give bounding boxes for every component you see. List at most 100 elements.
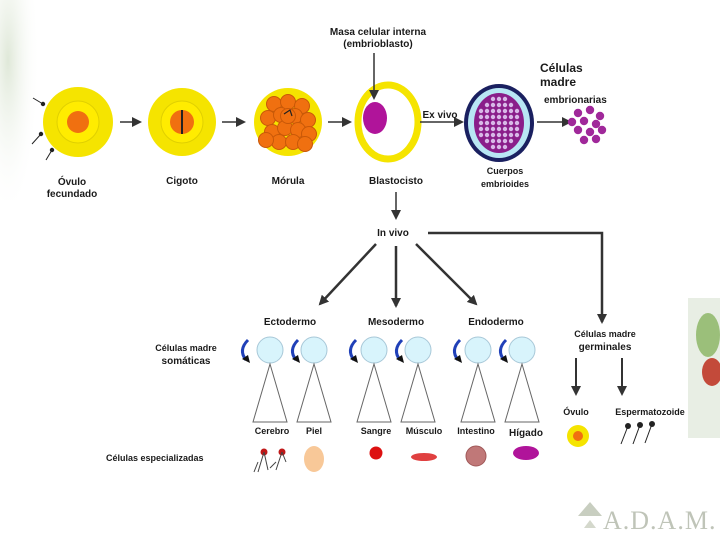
self-renewal-arrowhead — [292, 355, 300, 363]
embryoid-dot — [484, 132, 490, 138]
embryoid-dot — [490, 96, 496, 102]
embryoid-dot — [514, 120, 520, 126]
embryoid-dot — [496, 102, 502, 108]
somatic-stem-cell — [360, 336, 388, 364]
embryonic-stem-cell — [585, 105, 595, 115]
skin-cell — [304, 446, 324, 472]
embryonic-stem-cell — [567, 117, 577, 127]
embryoid-dot — [490, 108, 496, 114]
arrow-to-germline — [428, 231, 607, 324]
embryoid-dot — [514, 132, 520, 138]
self-renewal-arrowhead — [500, 355, 508, 363]
embryoid-dot — [496, 108, 502, 114]
embryoid-dot — [490, 126, 496, 132]
embryonic-stem-cell — [573, 108, 583, 118]
intestine-cell — [465, 445, 487, 467]
ovum-cell — [567, 425, 589, 447]
morula-blastomere — [280, 108, 296, 124]
label-morula: Mórula — [272, 176, 305, 187]
embryoid-dot — [490, 120, 496, 126]
embryoid-dot — [496, 126, 502, 132]
arrow-to-ectoderm — [318, 243, 377, 306]
sperm-icons — [31, 97, 55, 161]
label-liver: Hígado — [509, 428, 543, 439]
label-in-vivo: In vivo — [377, 228, 409, 239]
embryonic-stem-cell — [591, 134, 601, 144]
embryoid-dot — [478, 114, 484, 120]
label-blood: Sangre — [361, 426, 392, 436]
embryoid-dot — [502, 138, 508, 144]
label-somatic-1: Células madre — [155, 343, 217, 353]
brain-neuron-cells — [253, 448, 287, 473]
label-ex-vivo: Ex vivo — [422, 110, 457, 121]
embryoid-dot — [502, 132, 508, 138]
embryoid-dot — [484, 126, 490, 132]
embryoid-dot — [484, 138, 490, 144]
embryoid-dot — [496, 114, 502, 120]
somatic-stem-cell — [256, 336, 284, 364]
label-ectoderm: Ectodermo — [264, 317, 316, 328]
differentiation-triangle — [400, 362, 436, 423]
arrow-to-endoderm — [415, 243, 478, 306]
embryonic-stem-cell-cluster — [567, 105, 607, 145]
morula-blastomere — [297, 136, 313, 152]
embryoid-dot — [490, 102, 496, 108]
blood-cell — [369, 446, 383, 460]
label-fertilized-egg-2: fecundado — [47, 189, 98, 200]
somatic-stem-cell — [508, 336, 536, 364]
embryoid-dot — [484, 102, 490, 108]
embryoid-dot — [508, 120, 514, 126]
label-germline-2: germinales — [579, 342, 632, 353]
label-zygote: Cigoto — [166, 176, 198, 187]
liver-cell — [513, 446, 539, 460]
label-specialized-cells: Células especializadas — [106, 453, 204, 463]
somatic-stem-cell — [404, 336, 432, 364]
embryonic-stem-cell — [579, 116, 589, 126]
embryoid-dot — [484, 108, 490, 114]
embryoid-dot — [502, 102, 508, 108]
embryonic-stem-cell — [579, 135, 589, 145]
fertilized-egg-cell — [31, 87, 113, 161]
embryonic-stem-cell — [597, 125, 607, 135]
self-renewal-arrowhead — [454, 355, 462, 363]
label-embryoid-1: Cuerpos — [487, 166, 524, 176]
embryonic-stem-cell — [585, 127, 595, 137]
somatic-stem-cells — [241, 336, 540, 423]
embryoid-bodies — [464, 84, 534, 162]
adam-logo: A.D.A.M. — [578, 502, 715, 535]
morula-marker — [283, 109, 293, 117]
morula-cell — [254, 88, 322, 156]
label-stem-cells-2: madre — [540, 75, 576, 89]
differentiation-triangle — [296, 362, 332, 423]
embryoid-dot — [478, 108, 484, 114]
self-renewal-arrowhead — [242, 355, 250, 363]
somatic-stem-cell — [464, 336, 492, 364]
differentiation-triangle — [252, 362, 288, 423]
embryoid-dot — [490, 114, 496, 120]
embryoid-dot — [490, 144, 496, 150]
embryoid-dot — [502, 96, 508, 102]
label-stem-cells-1: Células — [540, 61, 583, 75]
label-brain: Cerebro — [255, 426, 290, 436]
embryoid-dot — [508, 108, 514, 114]
label-sperm: Espermatozoide — [615, 407, 685, 417]
embryoid-dot — [490, 132, 496, 138]
embryoid-dot — [502, 126, 508, 132]
zygote-cell — [148, 88, 216, 156]
embryoid-dot — [478, 120, 484, 126]
embryoid-dot — [484, 114, 490, 120]
morula-blastomere — [258, 132, 274, 148]
embryoid-dot — [478, 132, 484, 138]
differentiation-triangle — [460, 362, 496, 423]
embryoid-dot — [496, 96, 502, 102]
embryoid-dot — [502, 120, 508, 126]
differentiation-triangle — [356, 362, 392, 423]
label-mesoderm: Mesodermo — [368, 317, 424, 328]
embryoid-dot — [496, 144, 502, 150]
morula-blastomere — [271, 134, 287, 150]
embryoid-dot — [490, 138, 496, 144]
embryoid-dot — [508, 114, 514, 120]
label-inner-cell-mass-1: Masa celular interna — [330, 27, 427, 38]
embryoid-dot — [508, 132, 514, 138]
